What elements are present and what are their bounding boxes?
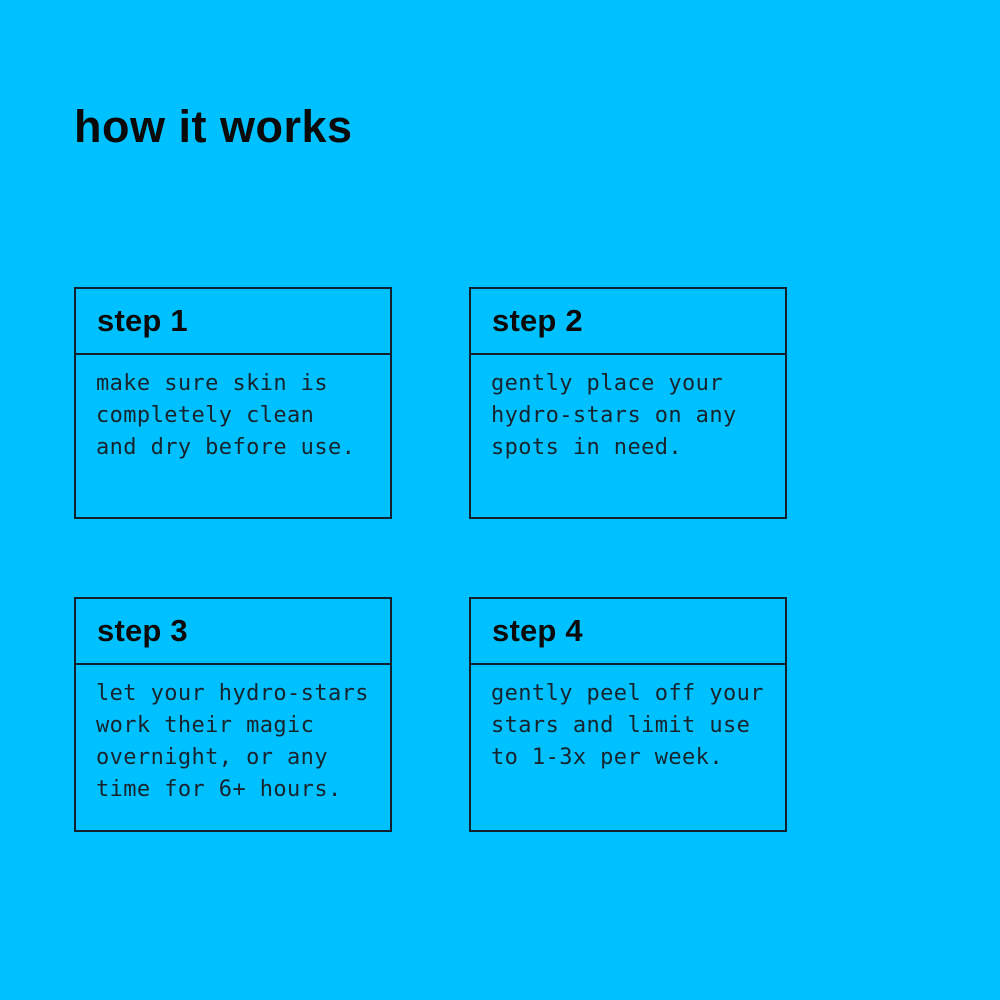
step-description-line: hydro-stars on any — [491, 403, 737, 428]
step-card-1: step 1 make sure skin is completely clea… — [74, 287, 392, 519]
step-description-line: work their magic — [96, 713, 315, 738]
step-description-line: completely clean — [96, 403, 315, 428]
step-label: step 3 — [97, 613, 188, 648]
step-description-line: spots in need. — [491, 435, 683, 460]
step-description-line: let your hydro-stars — [96, 681, 369, 706]
step-description-line: gently peel off your — [491, 681, 764, 706]
step-label: step 4 — [492, 613, 583, 648]
step-description: make sure skin is completely clean and d… — [76, 355, 390, 464]
step-description-line: stars and limit use — [491, 713, 751, 738]
step-description: gently place your hydro-stars on any spo… — [471, 355, 785, 464]
step-card-2: step 2 gently place your hydro-stars on … — [469, 287, 787, 519]
step-description-line: and dry before use. — [96, 435, 356, 460]
step-label: step 1 — [97, 303, 188, 338]
step-description-line: overnight, or any — [96, 745, 328, 770]
step-description-line: make sure skin is — [96, 371, 328, 396]
step-label: step 2 — [492, 303, 583, 338]
step-description: gently peel off your stars and limit use… — [471, 665, 785, 774]
step-description: let your hydro-stars work their magic ov… — [76, 665, 390, 806]
step-card-header: step 1 — [76, 289, 390, 355]
page-title: how it works — [74, 101, 353, 152]
step-card-header: step 3 — [76, 599, 390, 665]
step-card-4: step 4 gently peel off your stars and li… — [469, 597, 787, 832]
step-card-header: step 2 — [471, 289, 785, 355]
step-card-3: step 3 let your hydro-stars work their m… — [74, 597, 392, 832]
step-description-line: to 1-3x per week. — [491, 745, 723, 770]
step-description-line: gently place your — [491, 371, 723, 396]
step-card-header: step 4 — [471, 599, 785, 665]
step-description-line: time for 6+ hours. — [96, 777, 342, 802]
